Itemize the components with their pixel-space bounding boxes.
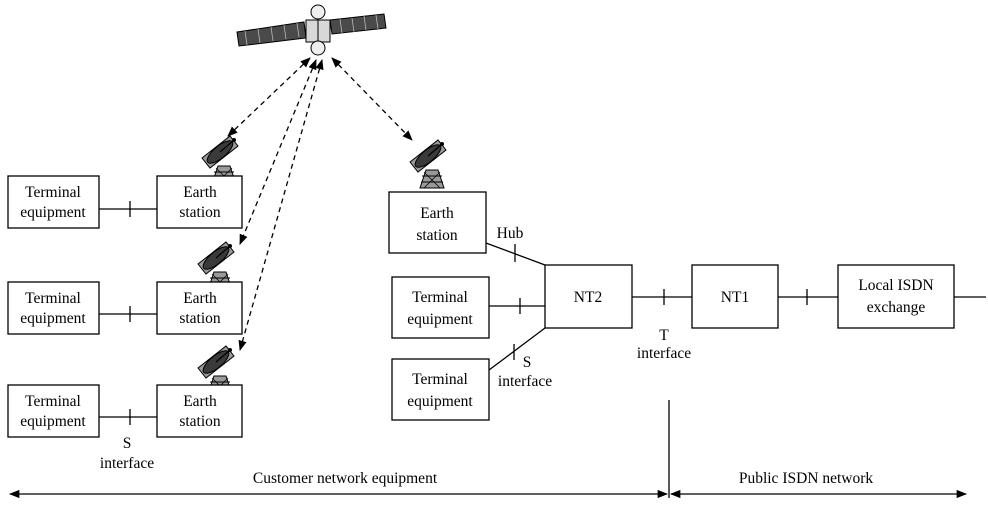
earth-station-label: station bbox=[416, 227, 458, 244]
satellite-icon bbox=[236, 4, 387, 56]
s-interface-label: S bbox=[123, 435, 132, 452]
terminal-label: Terminal bbox=[25, 184, 81, 201]
terminal-equipment-box bbox=[7, 384, 100, 438]
exchange-label: exchange bbox=[867, 299, 926, 316]
terminal-label: equipment bbox=[20, 204, 86, 221]
s-interface-label: S bbox=[523, 354, 532, 371]
earth-station-label: station bbox=[179, 413, 221, 430]
hub-terminal-2: Terminal equipment bbox=[391, 358, 490, 421]
earth-station-label: Earth bbox=[183, 290, 217, 307]
terminal-equipment-box bbox=[7, 175, 100, 229]
earth-station-box bbox=[388, 191, 487, 254]
terminal-label: Terminal bbox=[25, 393, 81, 410]
earth-station-box bbox=[156, 175, 243, 229]
nt1-box: NT1 bbox=[691, 264, 779, 329]
nt2-box: NT2 bbox=[544, 264, 633, 329]
s-interface-label: interface bbox=[498, 373, 552, 390]
hub-label: Hub bbox=[497, 225, 524, 242]
exchange-label: Local ISDN bbox=[858, 277, 933, 294]
satellite-dish-icon bbox=[409, 139, 447, 189]
earth-station-label: station bbox=[179, 204, 221, 221]
local-isdn-exchange-box: Local ISDN exchange bbox=[837, 264, 955, 329]
public-span-label: Public ISDN network bbox=[739, 470, 874, 487]
earth-station-label: Earth bbox=[183, 393, 217, 410]
earth-station-label: Earth bbox=[183, 184, 217, 201]
left-station-row-3: Terminal equipment Earth station bbox=[7, 384, 243, 438]
terminal-label: Terminal bbox=[412, 289, 468, 306]
nt1-label: NT1 bbox=[721, 289, 749, 306]
nt2-label: NT2 bbox=[574, 289, 602, 306]
left-station-row-1: Terminal equipment Earth station bbox=[7, 175, 243, 229]
terminal-label: Terminal bbox=[25, 290, 81, 307]
customer-span-label: Customer network equipment bbox=[253, 470, 438, 487]
terminal-equipment-box bbox=[391, 358, 490, 421]
earth-station-label: station bbox=[179, 310, 221, 327]
hub-terminal-1: Terminal equipment bbox=[391, 276, 490, 339]
earth-station-box bbox=[156, 281, 243, 335]
earth-station-label: Earth bbox=[420, 205, 454, 222]
s-interface-label: interface bbox=[100, 455, 154, 472]
terminal-label: equipment bbox=[407, 311, 473, 328]
terminal-equipment-box bbox=[391, 276, 490, 339]
terminal-label: equipment bbox=[407, 393, 473, 410]
satellite-links bbox=[227, 57, 413, 352]
terminal-equipment-box bbox=[7, 281, 100, 335]
earth-station-box bbox=[156, 384, 243, 438]
t-interface-label: T bbox=[659, 327, 669, 344]
hub-earth-station: Earth station bbox=[388, 191, 487, 254]
t-interface-label: interface bbox=[637, 345, 691, 362]
left-station-row-2: Terminal equipment Earth station bbox=[7, 281, 243, 335]
terminal-label: Terminal bbox=[412, 371, 468, 388]
terminal-label: equipment bbox=[20, 413, 86, 430]
terminal-label: equipment bbox=[20, 310, 86, 327]
